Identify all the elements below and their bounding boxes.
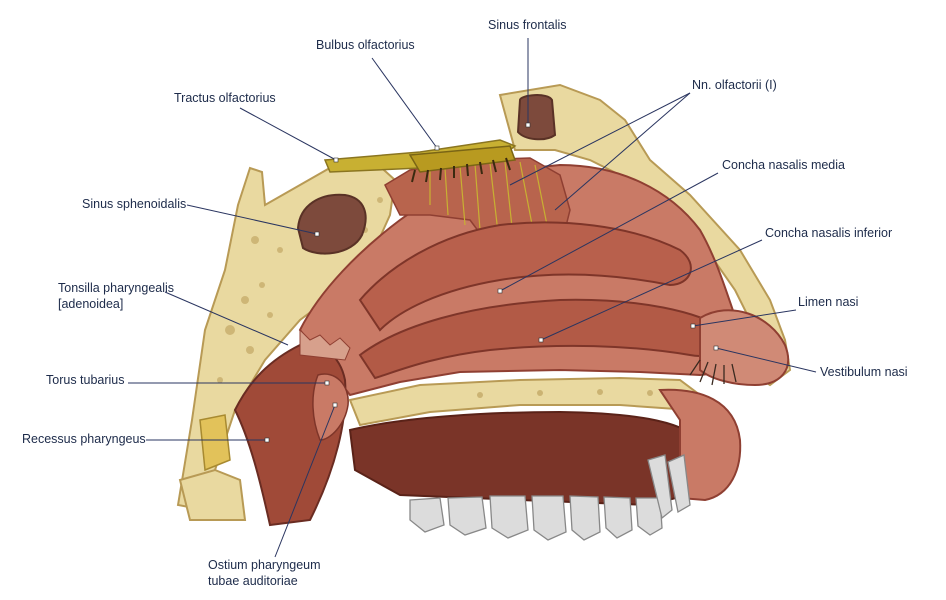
label-nn-olfactorii: Nn. olfactorii (I) <box>692 78 777 92</box>
label-recessus-pharyngeus: Recessus pharyngeus <box>22 432 146 446</box>
leader-nn-olfactorii-1 <box>509 92 691 186</box>
leader-concha-media <box>499 172 719 292</box>
teeth <box>409 454 691 541</box>
cervical-bone <box>178 468 247 521</box>
adenoid-tissue <box>299 328 351 361</box>
leader-vestibulum-nasi <box>715 347 817 373</box>
label-sinus-frontalis: Sinus frontalis <box>488 18 567 32</box>
leader-ostium <box>274 404 336 558</box>
label-tractus-olfactorius: Tractus olfactorius <box>174 91 276 105</box>
leader-limen-nasi <box>692 309 797 327</box>
longus-muscle <box>199 414 231 472</box>
torus-tubarius-shape <box>312 373 349 441</box>
olfactory-bulb-shape <box>408 145 517 173</box>
label-tonsilla-adenoidea: [adenoidea] <box>58 297 124 311</box>
palate-speckle <box>477 389 653 398</box>
cribriform-fibers <box>411 157 511 183</box>
label-tonsilla-pharyngealis: Tonsilla pharyngealis <box>58 281 175 295</box>
sphenoid-sinus <box>296 193 367 255</box>
leader-nn-olfactorii-2 <box>554 92 691 211</box>
nasal-ala <box>699 309 790 387</box>
leader-tonsilla <box>164 291 289 346</box>
leader-tractus-olfactorius <box>239 107 337 161</box>
label-limen-nasi: Limen nasi <box>798 295 859 309</box>
label-bulbus-olfactorius: Bulbus olfactorius <box>316 38 415 52</box>
label-concha-nasalis-media: Concha nasalis media <box>722 158 845 172</box>
label-tubae-auditoriae: tubae auditoriae <box>208 574 298 588</box>
pin-markers <box>264 122 719 443</box>
nostril-hairs <box>689 359 737 386</box>
label-ostium-pharyngeum: Ostium pharyngeum <box>208 558 321 572</box>
label-concha-nasalis-inferior: Concha nasalis inferior <box>765 226 893 240</box>
leader-sinus-sphenoidalis <box>186 204 318 235</box>
label-vestibulum-nasi: Vestibulum nasi <box>820 365 908 379</box>
label-torus-tubarius: Torus tubarius <box>46 373 125 387</box>
leader-concha-inferior <box>540 239 763 341</box>
leader-lines <box>128 38 817 558</box>
leader-bulbus-olfactorius <box>371 57 438 149</box>
frontal-sinus <box>516 94 557 141</box>
label-sinus-sphenoidalis: Sinus sphenoidalis <box>82 197 187 211</box>
